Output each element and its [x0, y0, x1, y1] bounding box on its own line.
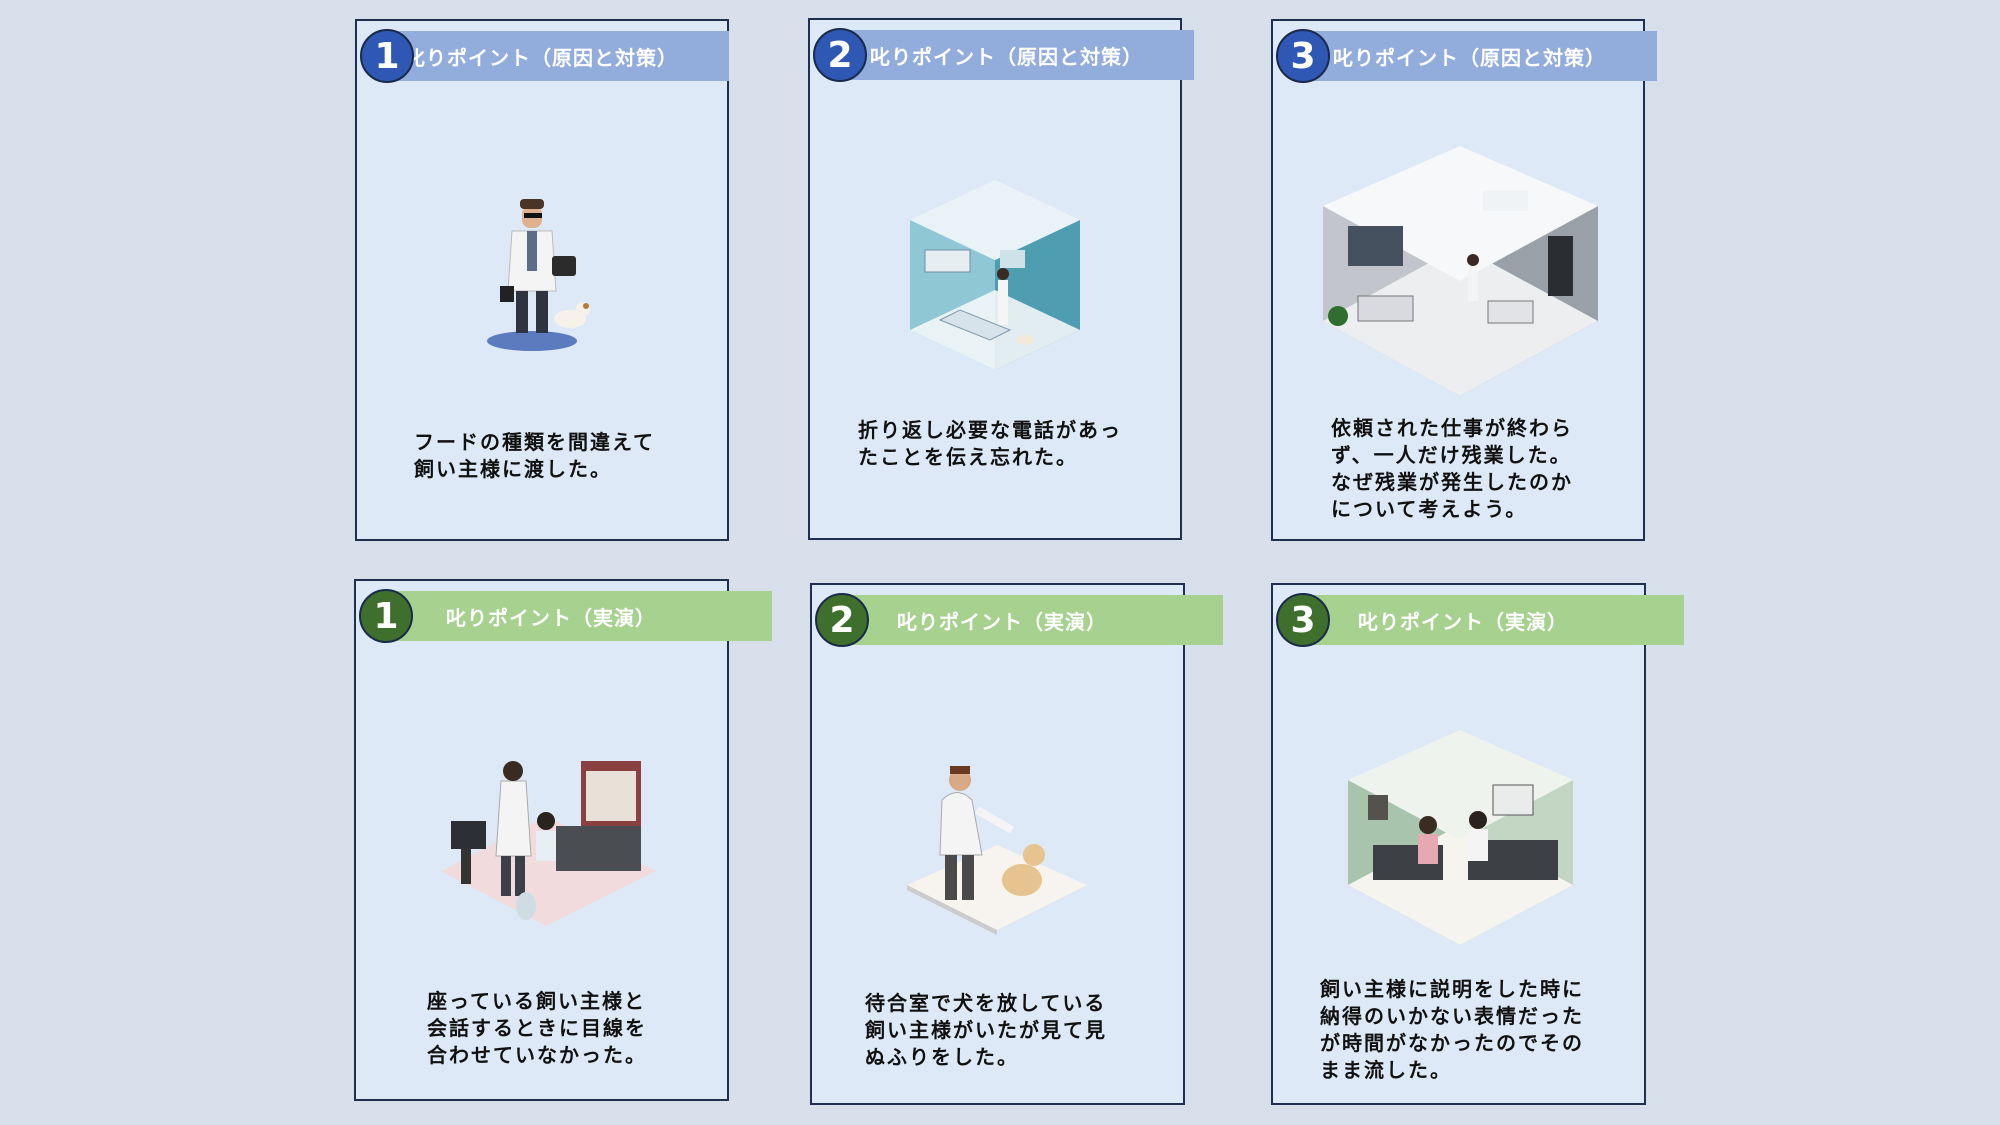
card-header: 叱りポイント（実演） [386, 591, 772, 641]
vet-walking-illustration [487, 199, 590, 351]
office-room-illustration [1323, 146, 1598, 396]
card-header-label: 叱りポイント（原因と対策） [405, 45, 678, 70]
card-header: 叱りポイント（実演） [1303, 595, 1684, 645]
card-cause-2: 叱りポイント（原因と対策） 2 折り返し必要な電話があっ たことを伝え忘れた。 [808, 18, 1194, 540]
card-header: 叱りポイント（原因と対策） [1303, 31, 1657, 81]
card-header-label: 叱りポイント（原因と対策） [870, 44, 1143, 69]
card-header: 叱りポイント（原因と対策） [840, 30, 1194, 80]
card-caption: フードの種類を間違えて 飼い主様に渡した。 [414, 430, 655, 481]
exam-room-illustration [910, 180, 1080, 370]
card-header: 叱りポイント（実演） [842, 595, 1223, 645]
vet-with-dog-illustration [907, 766, 1087, 935]
consultation-desk-illustration [441, 761, 656, 926]
number-badge: 2 [813, 28, 867, 82]
number-badge: 2 [815, 593, 869, 647]
card-demo-1: 叱りポイント（実演） 1 座っている飼い主様と 会話するときに目線を 合わせてい… [354, 579, 772, 1101]
card-caption: 依頼された仕事が終わら ず、一人だけ残業した。 なぜ残業が発生したのか について… [1331, 416, 1573, 521]
card-header-label: 叱りポイント（原因と対策） [1333, 45, 1606, 70]
card-demo-2: 叱りポイント（実演） 2 待合室で犬を放している 飼い主様がいたが見て見 ぬふり… [810, 583, 1223, 1105]
card-caption: 折り返し必要な電話があっ たことを伝え忘れた。 [858, 418, 1122, 469]
card-caption: 待合室で犬を放している 飼い主様がいたが見て見 ぬふりをした。 [865, 991, 1107, 1069]
card-cause-3: 叱りポイント（原因と対策） 3 依頼された仕事が終わら ず、一人だけ残業した。 … [1271, 19, 1657, 541]
number-badge: 1 [360, 29, 414, 83]
number-badge: 3 [1276, 593, 1330, 647]
card-caption: 飼い主様に説明をした時に 納得のいかない表情だった が時間がなかったのでその ま… [1320, 977, 1584, 1082]
number-badge: 3 [1276, 29, 1330, 83]
card-cause-1: 叱りポイント（原因と対策） 1 フードの種類を間違えて 飼い主様に渡した。 [355, 19, 729, 541]
card-header-label: 叱りポイント（実演） [897, 609, 1107, 634]
card-caption: 座っている飼い主様と 会話するときに目線を 合わせていなかった。 [427, 989, 647, 1067]
card-header-label: 叱りポイント（実演） [446, 605, 656, 630]
card-header-label: 叱りポイント（実演） [1358, 609, 1568, 634]
number-badge: 1 [359, 589, 413, 643]
card-header: 叱りポイント（原因と対策） [387, 31, 729, 81]
green-consultation-room-illustration [1348, 730, 1573, 945]
card-demo-3: 叱りポイント（実演） 3 飼い主様に説明をした時に 納得のいかない表情だった が… [1271, 583, 1684, 1105]
